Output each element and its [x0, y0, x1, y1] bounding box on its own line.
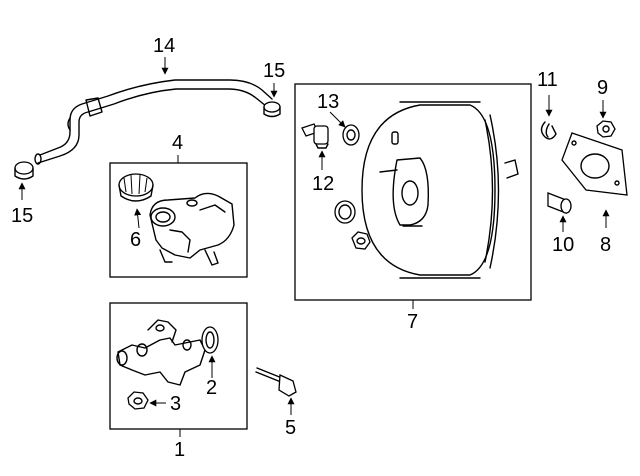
callout-8: 8: [600, 234, 612, 256]
nut-part-3: [127, 391, 149, 410]
callout-15-right: 15: [263, 60, 286, 82]
gasket-plate-part: [561, 132, 628, 196]
booster-nut-part: [351, 231, 371, 250]
callout-4: 4: [172, 132, 184, 154]
master-cylinder-part: [116, 319, 206, 386]
callout-12: 12: [312, 173, 335, 195]
callout-3: 3: [170, 393, 182, 415]
callout-10: 10: [552, 234, 575, 256]
nut-part-9: [596, 120, 616, 138]
callout-9: 9: [597, 77, 609, 99]
hose-cap-left: [14, 161, 34, 180]
reservoir-part: [149, 192, 235, 266]
push-rod-part: [255, 367, 297, 397]
callout-15-left: 15: [11, 205, 34, 227]
brake-booster-part: [361, 101, 519, 279]
callout-2: 2: [206, 377, 218, 399]
vacuum-hose-part: [34, 79, 273, 165]
group-box-1: [109, 302, 248, 430]
seal-ring-part: [201, 326, 219, 354]
gasket-ring-part: [334, 200, 356, 224]
callout-14: 14: [153, 35, 176, 57]
callout-13: 13: [317, 91, 340, 113]
callout-11: 11: [537, 69, 558, 91]
pin-part: [547, 192, 572, 214]
callout-5: 5: [285, 417, 297, 439]
hose-cap-right: [263, 101, 281, 118]
washer-part: [342, 124, 360, 146]
callout-1: 1: [174, 439, 186, 461]
callout-6: 6: [130, 229, 142, 251]
reservoir-cap-part: [118, 173, 154, 202]
callout-7: 7: [407, 311, 419, 333]
stud-bolt-part: [301, 123, 329, 149]
clip-part: [540, 121, 557, 140]
